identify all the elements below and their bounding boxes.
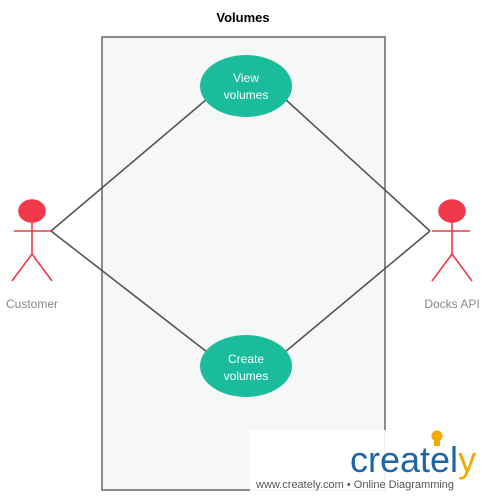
creately-logo-tail: y <box>458 439 476 480</box>
association-customer-create <box>50 230 208 353</box>
actor-customer-label: Customer <box>6 297 58 311</box>
usecase-create-volumes-label-line1: Create <box>228 352 264 366</box>
associations <box>50 98 431 353</box>
actor-customer[interactable]: Customer <box>6 199 58 311</box>
association-docks-create <box>284 230 431 353</box>
usecase-view-volumes-label-line1: View <box>233 71 259 85</box>
creately-branding: creately www.creately.com • Online Diagr… <box>250 430 480 496</box>
usecase-create-volumes[interactable]: Create volumes <box>200 335 292 397</box>
usecase-view-volumes-shape <box>200 55 292 117</box>
actor-docks-api-label: Docks API <box>424 297 479 311</box>
creately-logo-main: createl <box>350 439 458 480</box>
creately-logo: creately <box>350 439 476 480</box>
lightbulb-icon <box>431 430 443 446</box>
usecase-view-volumes-label-line2: volumes <box>224 88 269 102</box>
usecase-create-volumes-shape <box>200 335 292 397</box>
creately-footer-text: www.creately.com • Online Diagramming <box>255 479 454 491</box>
association-customer-view <box>50 98 208 232</box>
branding-backdrop <box>250 430 480 496</box>
association-docks-view <box>284 98 431 232</box>
actor-customer-figure-icon <box>11 199 53 282</box>
usecase-create-volumes-label-line2: volumes <box>224 369 269 383</box>
usecase-view-volumes[interactable]: View volumes <box>200 55 292 117</box>
actor-docks-api-figure-icon <box>431 199 473 282</box>
diagram-title: Volumes <box>216 10 269 25</box>
actor-docks-api[interactable]: Docks API <box>424 199 480 311</box>
